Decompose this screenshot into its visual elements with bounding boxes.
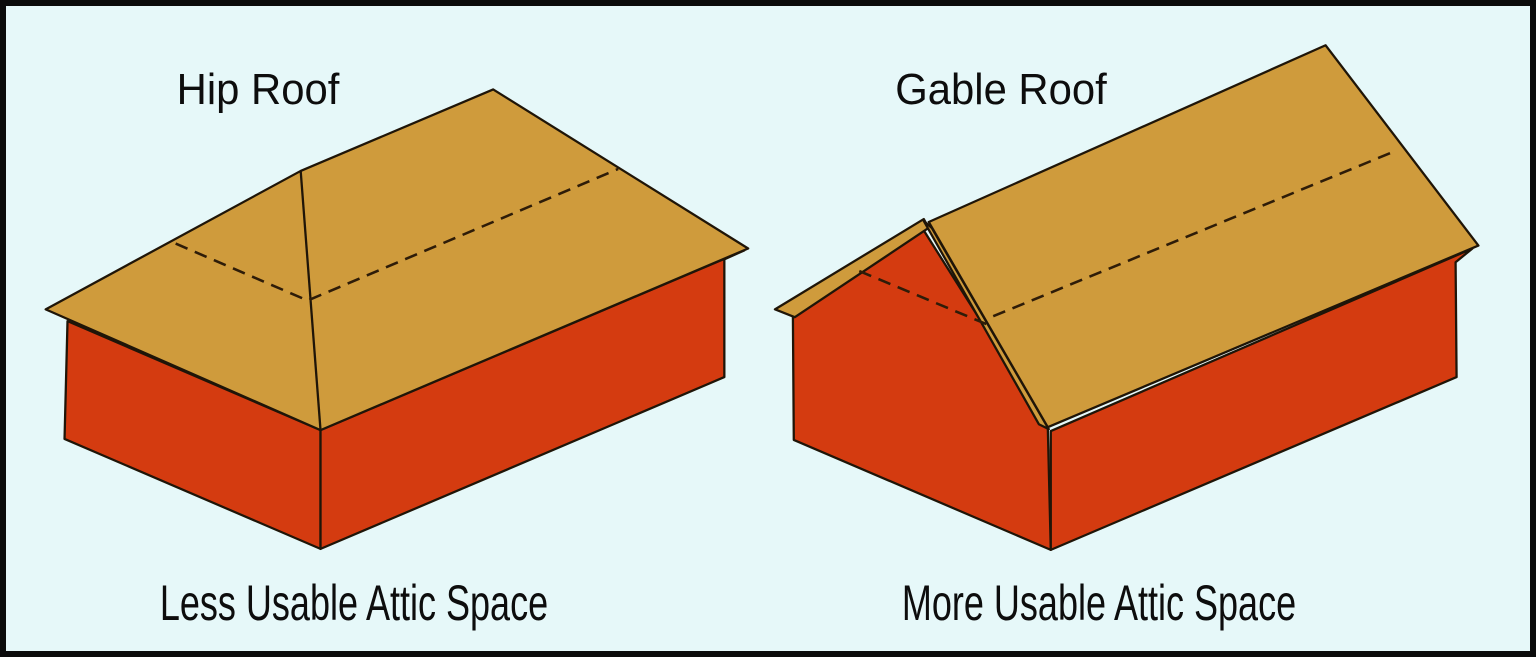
gable-roof: [927, 44, 1480, 429]
gable-hidden-line-on-wall-dashed: [858, 269, 987, 326]
hip-hidden-ridge-dashed: [175, 167, 619, 302]
gable-hidden-ridge-dashed: [992, 149, 1398, 318]
gable-roof-title: Gable Roof: [895, 65, 1107, 114]
roof-diagram-canvas: [44, 44, 1480, 552]
house-shapes-layer: [44, 44, 1480, 552]
hip-roof: [44, 88, 750, 432]
hip-roof-caption: Less Usable Attic Space: [159, 575, 549, 631]
gable-roof-caption: More Usable Attic Space: [901, 575, 1297, 631]
hip-roof-title: Hip Roof: [176, 65, 340, 114]
